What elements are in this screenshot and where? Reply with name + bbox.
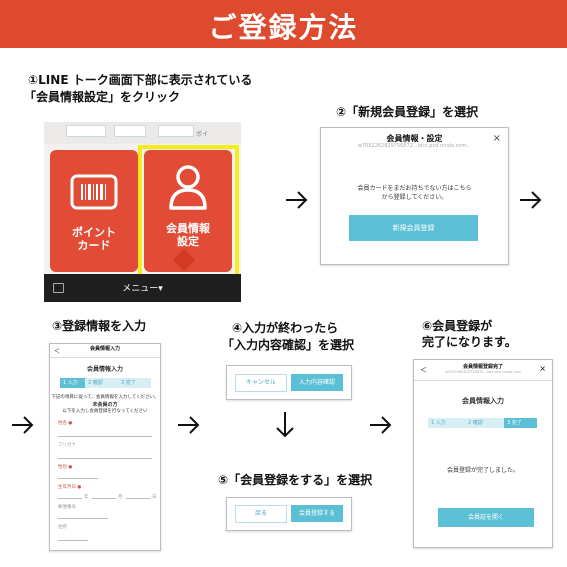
form-heading: 会員情報入力: [86, 366, 123, 373]
step-indicator-2: 2 確認: [85, 378, 118, 388]
rich-menu-bar[interactable]: メニュー▾: [44, 274, 241, 302]
form-note-bold: 未会員の方: [92, 402, 118, 408]
step5-button-bar: 戻る 会員登録する: [226, 497, 352, 531]
address-select[interactable]: [58, 540, 88, 541]
back-button[interactable]: 戻る: [235, 505, 287, 523]
step-indicator-1: 1 入力: [60, 378, 85, 388]
page-title: ご登録方法: [208, 11, 359, 44]
back-icon[interactable]: ＜: [420, 366, 427, 374]
form-nav-bar: ＜ 会員情報入力: [50, 344, 160, 358]
step-indicator-3: 3 完了: [504, 418, 537, 428]
field-label-zip: 郵便番号: [58, 505, 76, 510]
keyboard-icon[interactable]: [53, 283, 64, 293]
modal-title: 会員情報・設定: [386, 134, 443, 143]
menu-label: メニュー▾: [122, 284, 163, 294]
close-icon[interactable]: ×: [492, 133, 501, 144]
complete-nav-bar: ＜ 会員情報登録完了 w7052262829756872...idcc.pcd.…: [414, 360, 552, 381]
back-icon[interactable]: ＜: [54, 348, 61, 355]
point-card-tile[interactable]: ポイント カード: [50, 150, 138, 272]
unit-day: 日: [152, 495, 157, 500]
step6-caption-line2: 完了になります。: [422, 335, 517, 349]
chat-badge: ポイ: [196, 131, 209, 138]
step1-caption-line1: ①LINE トーク画面下部に表示されている: [28, 73, 253, 87]
modal-text-line1: 会員カードをまだお持ちでない方はこちら: [357, 185, 472, 192]
form-nav-title: 会員情報入力: [89, 346, 120, 352]
member-settings-tile[interactable]: 会員情報 設定: [144, 150, 232, 272]
step3-form: ＜ 会員情報入力 会員情報入力 1 入力 2 確認 3 完了 下記の項目に従って…: [49, 343, 161, 551]
barcode-icon: [70, 174, 118, 210]
person-icon: [169, 165, 207, 210]
step1-caption-line2: 「会員情報設定」をクリック: [24, 90, 181, 104]
member-settings-label-1: 会員情報: [166, 222, 210, 235]
arrow-right-icon: [520, 191, 542, 209]
unit-year: 年: [84, 495, 89, 500]
field-label-address: 住所: [58, 525, 67, 530]
member-settings-label-2: 設定: [177, 235, 199, 248]
new-member-button[interactable]: 新規会員登録: [349, 215, 478, 241]
step3-caption: ③登録情報を入力: [52, 319, 147, 333]
unit-month: 月: [118, 495, 123, 500]
step4-caption-line1: ④入力が終わったら: [232, 321, 339, 335]
complete-message: 会員登録が完了しました。: [446, 467, 519, 474]
arrow-right-icon: [370, 416, 392, 434]
step4-button-bar: キャンセル 入力内容確認: [226, 365, 352, 400]
birth-day-select[interactable]: [126, 498, 150, 499]
step-indicator-3: 3 完了: [118, 378, 151, 388]
zip-input[interactable]: [58, 518, 108, 519]
arrow-right-icon: [12, 416, 34, 434]
field-label-name: 姓名 ●: [58, 421, 73, 426]
chat-top-bar: ポイ: [44, 122, 241, 144]
chat-bubble: [114, 125, 146, 137]
point-card-label-2: カード: [77, 239, 111, 252]
chat-bubble: [66, 125, 106, 137]
open-member-card-button[interactable]: 会員証を開く: [438, 508, 534, 527]
modal-text-line2: から登録してください。: [381, 194, 448, 201]
complete-nav-title: 会員情報登録完了: [462, 364, 503, 370]
modal-url: w7052262829756872...idcc.pcd.rcnda.com..…: [357, 143, 472, 149]
step-indicator-2: 2 確認: [465, 418, 504, 428]
step4-caption-line2: 「入力内容確認」を選択: [222, 338, 355, 352]
kana-input[interactable]: [58, 458, 152, 459]
name-input[interactable]: [58, 436, 152, 437]
register-button[interactable]: 会員登録する: [291, 505, 343, 522]
birth-month-select[interactable]: [92, 498, 116, 499]
confirm-input-button[interactable]: 入力内容確認: [291, 374, 343, 391]
step-indicator-1: 1 入力: [428, 418, 465, 428]
step1-line-screen: ポイ ポイント カード 会員情報 設定 メニュー▾: [44, 122, 241, 302]
form-note-line2: 以下を入力し会員登録を行なってください: [62, 409, 148, 414]
step6-complete-screen: ＜ 会員情報登録完了 w7052262829756872...idcc.pcd.…: [413, 359, 553, 548]
complete-heading: 会員情報入力: [462, 397, 504, 405]
birth-year-select[interactable]: [58, 498, 82, 499]
form-note-line1: 下記の項目に従って、会員情報を入力してください。: [51, 395, 159, 400]
step2-modal: 会員情報・設定 w7052262829756872...idcc.pcd.rcn…: [320, 127, 509, 265]
close-icon[interactable]: ×: [539, 364, 546, 373]
arrow-right-icon: [178, 416, 200, 434]
cancel-button[interactable]: キャンセル: [235, 374, 287, 392]
step6-caption-line1: ⑥会員登録が: [422, 319, 493, 333]
field-label-kana: フリガナ: [58, 443, 76, 448]
page-header: ご登録方法: [0, 0, 567, 48]
field-label-birth: 生年月日 ●: [58, 485, 82, 490]
step2-caption: ②「新規会員登録」を選択: [336, 105, 479, 119]
arrow-down-icon: [276, 412, 294, 438]
gender-select[interactable]: [58, 478, 98, 479]
arrow-right-icon: [286, 191, 308, 209]
point-card-label-1: ポイント: [72, 226, 116, 239]
step5-caption: ⑤「会員登録をする」を選択: [218, 473, 373, 487]
complete-nav-sub: w7052262829756872...idcc.pcd.rcnda.com: [445, 370, 521, 374]
field-label-gender: 性別 ●: [58, 465, 73, 470]
chat-bubble: [158, 125, 194, 137]
